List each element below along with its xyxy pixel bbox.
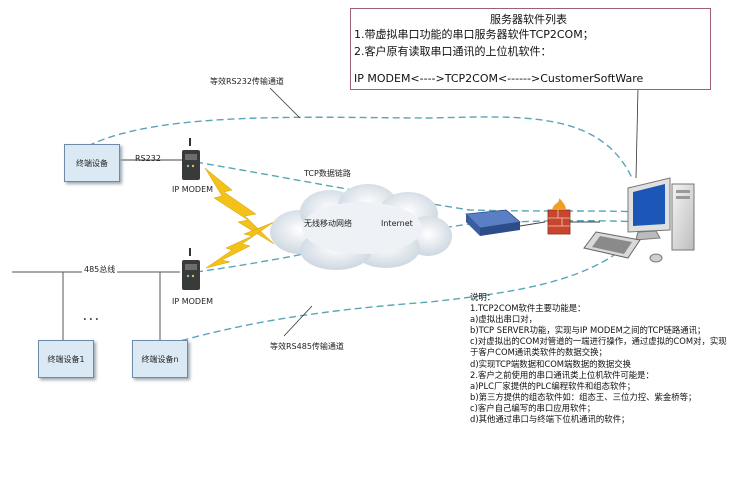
- note-line: 1.TCP2COM软件主要功能是：: [470, 303, 586, 314]
- rs485-channel-label: 等效RS485传输通道: [270, 342, 344, 351]
- wireless-net-label: 无线移动网络: [304, 219, 352, 228]
- terminal-device-1: 终端设备1: [38, 340, 94, 378]
- cloud-icon: [270, 184, 452, 270]
- notes-block: 说明： 1.TCP2COM软件主要功能是： a)虚拟出串口对， b)TCP SE…: [470, 292, 732, 425]
- server-box-arrow: [635, 87, 639, 179]
- ip-modem-bottom-label: IP MODEM: [172, 297, 214, 306]
- bus-485-label: 485总线: [82, 265, 118, 274]
- rs232-channel-curve: [87, 116, 633, 179]
- server-box-line-2: 2.客户原有读取串口通讯的上位机软件：: [354, 45, 552, 58]
- server-software-box: 服务器软件列表 1.带虚拟串口功能的串口服务器软件TCP2COM； 2.客户原有…: [350, 8, 711, 90]
- lightning-top-icon: [204, 167, 275, 245]
- ip-modem-bottom-icon: [182, 248, 200, 290]
- note-line: 说明：: [470, 292, 496, 302]
- internet-label: Internet: [381, 219, 413, 228]
- note-line: c)客户自己编写的串口应用软件；: [470, 402, 596, 413]
- ip-modem-top-icon: [182, 138, 200, 180]
- ellipsis-dots: ．．．: [82, 309, 107, 323]
- router-icon: [465, 209, 546, 236]
- note-line: a)PLC厂家提供的PLC编程软件和组态软件；: [470, 380, 636, 391]
- note-line: c)对虚拟出的COM对管道的一端进行操作，通过虚拟的COM对，实现于客户COM通…: [470, 336, 727, 358]
- terminal-device-top: 终端设备: [64, 144, 120, 182]
- note-line: b)TCP SERVER功能，实现与IP MODEM之间的TCP链路通讯；: [470, 325, 706, 336]
- note-line: d)其他通过串口与终端下位机通讯的软件；: [470, 414, 630, 425]
- note-line: 2.客户之前使用的串口通讯类上位机软件可能是：: [470, 369, 654, 380]
- note-line: b)第三方提供的组态软件如：组态王、三位力控、紫金桥等；: [470, 391, 697, 402]
- rs232-label-arrow: [269, 87, 301, 119]
- rs232-label: RS232: [135, 154, 161, 163]
- terminal-device-n: 终端设备n: [132, 340, 188, 378]
- rs485-label-arrow: [283, 305, 313, 337]
- computer-icon: [583, 177, 695, 263]
- tcp-link-lower: [195, 219, 641, 273]
- rs485-channel-curve: [149, 231, 641, 351]
- firewall-icon: [547, 198, 600, 235]
- ip-modem-top-label: IP MODEM: [172, 185, 214, 194]
- server-box-title: 服务器软件列表: [490, 13, 567, 26]
- server-box-line-3: IP MODEM<---->TCP2COM<------>CustomerSof…: [354, 72, 644, 85]
- tcp-link-label: TCP数据链路: [304, 169, 351, 178]
- rs232-channel-label: 等效RS232传输通道: [210, 77, 284, 86]
- note-line: d)实现TCP端数据和COM端数据的数据交换: [470, 358, 632, 369]
- server-box-line-1: 1.带虚拟串口功能的串口服务器软件TCP2COM；: [354, 28, 594, 41]
- note-line: a)虚拟出串口对，: [470, 314, 538, 325]
- tcp-link-upper: [195, 161, 641, 213]
